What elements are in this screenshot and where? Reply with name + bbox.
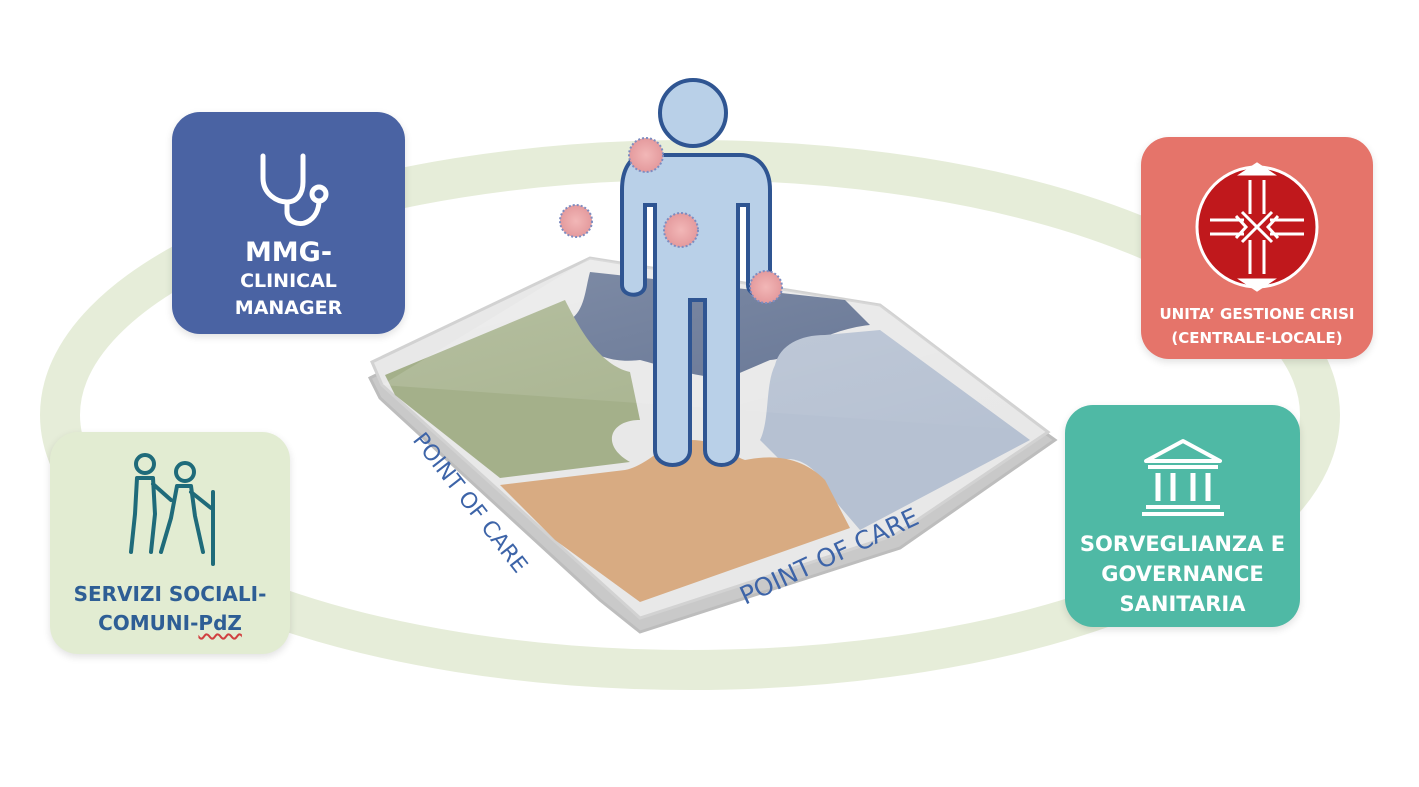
institution-building-icon: [1141, 439, 1224, 516]
servizi-line-1: SERVIZI SOCIALI-: [73, 582, 267, 606]
virus-spot-icon: [749, 270, 783, 304]
virus-spot-icon: [663, 212, 699, 248]
crisi-line-1: UNITA’ GESTIONE CRISI: [1159, 305, 1355, 323]
unita-gestione-crisi-box: UNITA’ GESTIONE CRISI (CENTRALE-LOCALE): [1141, 137, 1373, 359]
crisi-line-2: (CENTRALE-LOCALE): [1171, 329, 1343, 347]
sorv-line-3: SANITARIA: [1119, 592, 1246, 616]
servizi-comuni: COMUNI-: [98, 611, 199, 635]
converging-arrows-icon: [1195, 162, 1319, 292]
patient-figure-icon: [620, 78, 772, 467]
caregiver-elderly-icon: [129, 453, 215, 566]
stethoscope-icon: [260, 153, 328, 227]
servizi-line-2: COMUNI-PdZ: [98, 609, 242, 638]
mmg-title: MMG-: [244, 237, 333, 268]
virus-spot-icon: [628, 137, 664, 173]
puzzle-piece-bottom: [500, 440, 850, 602]
virus-spots: [559, 137, 783, 304]
servizi-pdz: PdZ: [198, 611, 242, 635]
mmg-clinical-manager-box: MMG- CLINICAL MANAGER: [172, 112, 405, 334]
sorv-line-2: GOVERNANCE: [1101, 562, 1264, 586]
virus-spot-icon: [559, 204, 593, 238]
sorv-line-1: SORVEGLIANZA E: [1079, 532, 1286, 556]
servizi-sociali-box: SERVIZI SOCIALI- COMUNI-PdZ: [50, 432, 290, 654]
mmg-line-manager: MANAGER: [234, 297, 343, 319]
mmg-line-clinical: CLINICAL: [240, 270, 337, 292]
sorveglianza-governance-box: SORVEGLIANZA E GOVERNANCE SANITARIA: [1065, 405, 1300, 627]
